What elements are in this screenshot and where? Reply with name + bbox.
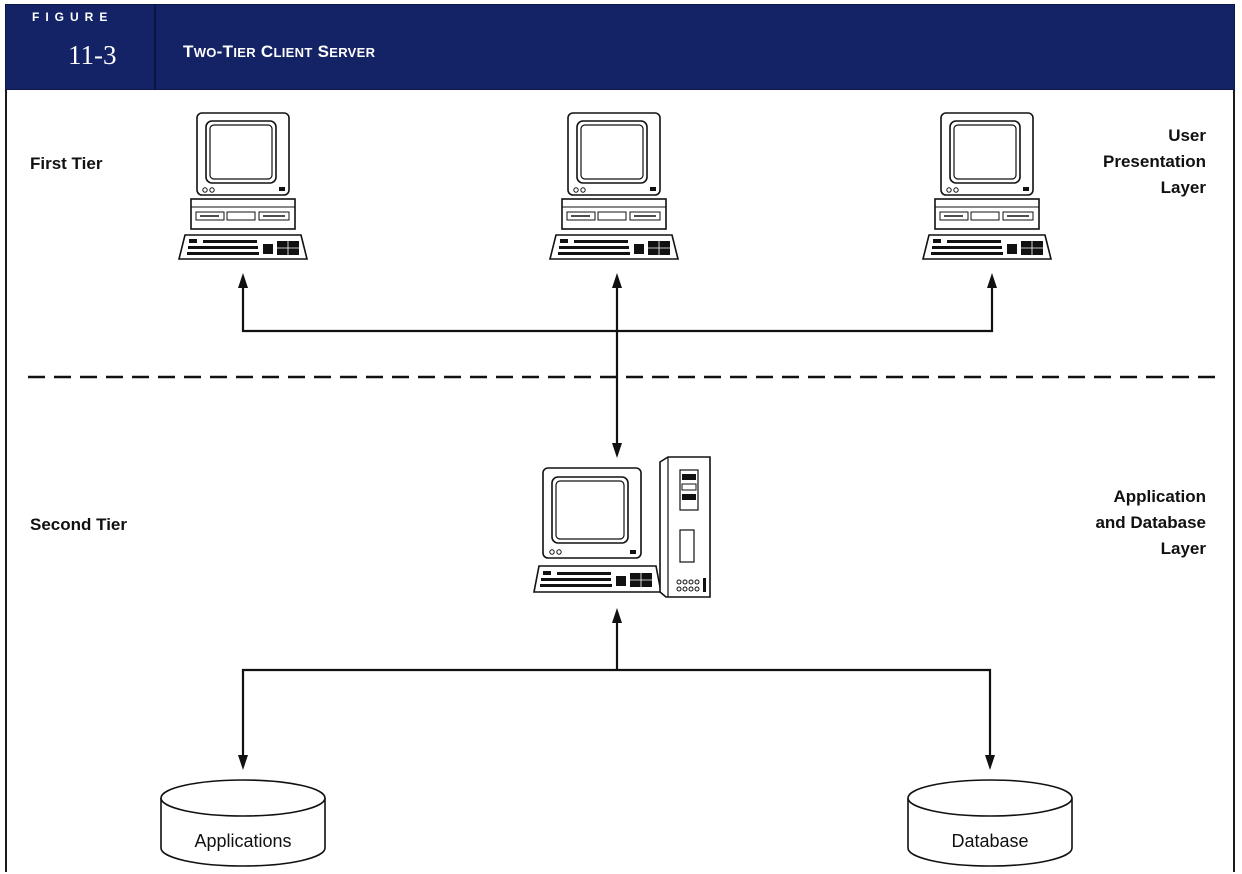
title-part: -T — [216, 42, 234, 61]
title-part: C — [255, 42, 274, 61]
first-tier-label: First Tier — [30, 154, 103, 173]
layer-line: Application — [1113, 487, 1206, 506]
database-label: Database — [951, 831, 1029, 851]
workstation-center-icon — [549, 112, 679, 260]
server-icon — [533, 456, 711, 598]
database-cylinder-icon — [907, 779, 1073, 867]
layer-line: Presentation — [1103, 152, 1206, 171]
header-divider — [154, 4, 156, 90]
database-bus — [241, 620, 992, 758]
title-part: S — [312, 42, 330, 61]
figure-header — [5, 4, 1235, 90]
applications-label: Applications — [194, 831, 292, 851]
application-layer-label: Application and Database Layer — [1028, 484, 1206, 562]
second-tier-label: Second Tier — [30, 515, 127, 534]
arrowhead-right-client — [987, 273, 997, 288]
presentation-layer-label: User Presentation Layer — [1028, 123, 1206, 201]
title-part: T — [183, 42, 194, 61]
title-part: WO — [193, 45, 217, 60]
title-part: LIENT — [273, 45, 313, 60]
title-part: IER — [233, 45, 256, 60]
figure-title: TWO-TIER CLIENT SERVER — [183, 42, 375, 62]
layer-line: Layer — [1160, 539, 1206, 558]
figure-word: FIGURE — [32, 10, 114, 24]
workstation-left-icon — [178, 112, 308, 260]
arrowhead-left-client — [238, 273, 248, 288]
arrowhead-server-up — [612, 608, 622, 623]
arrowhead-database — [985, 755, 995, 770]
applications-cylinder-icon — [160, 779, 326, 867]
arrowhead-server-down — [612, 443, 622, 458]
figure-frame — [5, 4, 1235, 872]
title-part: ERVER — [329, 45, 376, 60]
layer-line: Layer — [1160, 178, 1206, 197]
arrowhead-applications — [238, 755, 248, 770]
layer-line: and Database — [1095, 513, 1206, 532]
figure-number: 11-3 — [68, 40, 117, 70]
layer-line: User — [1168, 126, 1206, 145]
arrowhead-center-up — [612, 273, 622, 288]
